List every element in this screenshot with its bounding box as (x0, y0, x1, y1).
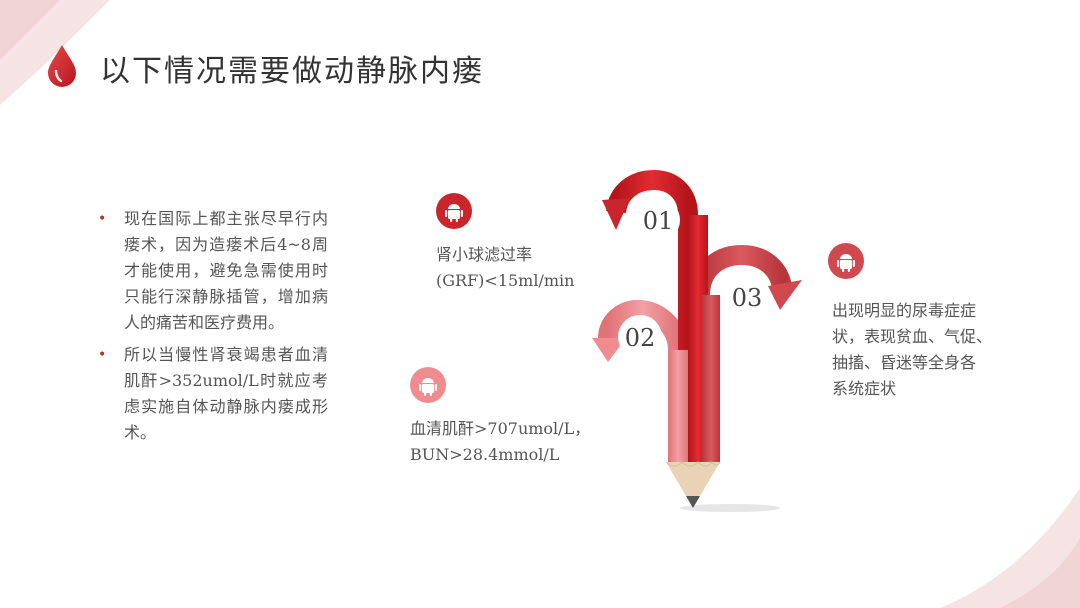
android-icon (410, 367, 446, 403)
bullet-item: • 现在国际上都主张尽早行内瘘术，因为造瘘术后4~8周才能使用，避免急需使用时只能… (98, 206, 328, 336)
corner-decoration-top-left (0, 0, 110, 105)
item-01-text: 肾小球滤过率 (GRF)<15ml/min (436, 242, 606, 294)
step-number-01: 01 (643, 207, 674, 235)
item-03-text: 出现明显的尿毒症症 状，表现贫血、气促、 抽搐、昏迷等全身各 系统症状 (832, 298, 1012, 402)
blood-drop-icon (48, 45, 76, 87)
bullet-text: 现在国际上都主张尽早行内瘘术，因为造瘘术后4~8周才能使用，避免急需使用时只能行… (124, 209, 328, 332)
step-number-03: 03 (732, 284, 763, 312)
bullet-text: 所以当慢性肾衰竭患者血清肌酐>352umol/L时就应考虑实施自体动静脉内瘘成形… (124, 345, 328, 442)
step-number-02: 02 (625, 324, 656, 352)
bullet-item: • 所以当慢性肾衰竭患者血清肌酐>352umol/L时就应考虑实施自体动静脉内瘘成… (98, 342, 328, 446)
android-icon (436, 193, 472, 229)
item-02-line: 血清肌酐>707umol/L， (410, 419, 591, 438)
bullet-dot: • (98, 347, 107, 363)
page-title: 以下情况需要做动静脉内瘘 (100, 54, 484, 89)
pencil-graphic: 01 02 03 (592, 170, 802, 512)
bullet-list: • 现在国际上都主张尽早行内瘘术，因为造瘘术后4~8周才能使用，避免急需使用时只能… (98, 206, 328, 452)
item-01-line: (GRF)<15ml/min (436, 271, 575, 290)
item-03-line: 系统症状 (832, 379, 897, 398)
item-03-line: 抽搐、昏迷等全身各 (832, 353, 977, 372)
item-02-text: 血清肌酐>707umol/L， BUN>28.4mmol/L (410, 416, 610, 468)
item-02-line: BUN>28.4mmol/L (410, 445, 560, 464)
item-03-line: 状，表现贫血、气促、 (832, 327, 993, 346)
item-03-line: 出现明显的尿毒症症 (832, 301, 977, 320)
android-icon (828, 243, 864, 279)
item-01-line: 肾小球滤过率 (436, 245, 533, 264)
bullet-dot: • (98, 211, 107, 227)
corner-decoration-bottom-right (940, 488, 1080, 608)
